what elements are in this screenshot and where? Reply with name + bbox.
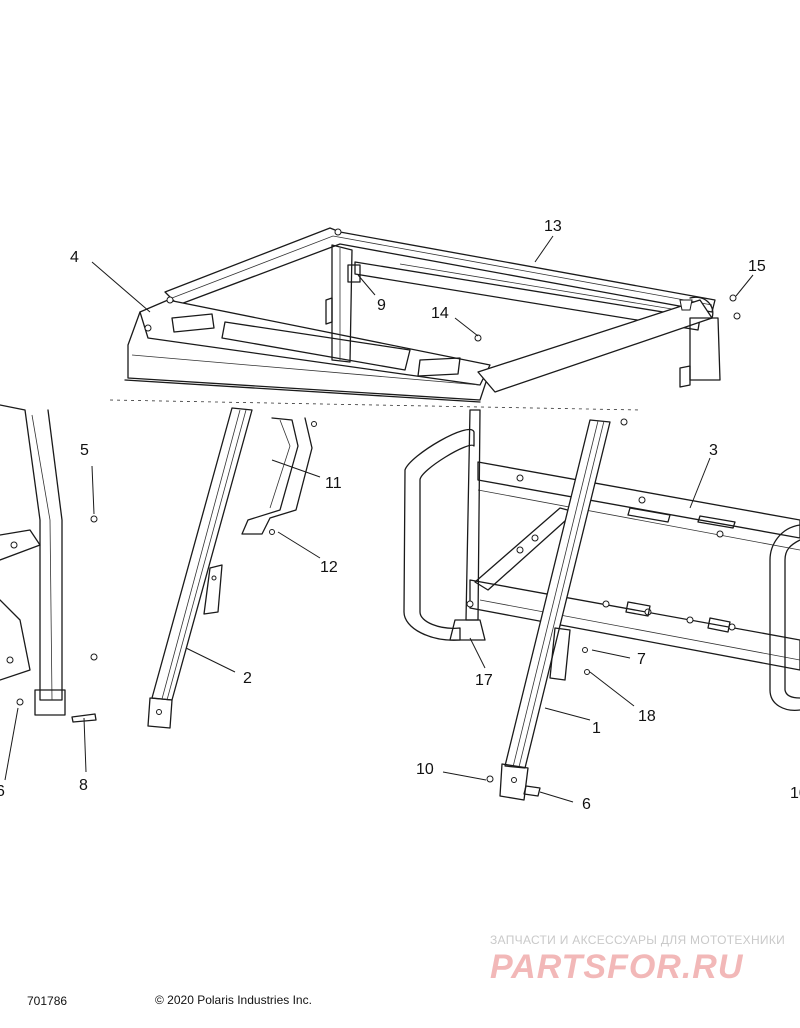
callout-9: 9 — [377, 297, 386, 314]
callout-10: 10 — [416, 761, 434, 778]
callout-6: 6 — [582, 796, 591, 813]
callout-13: 13 — [544, 218, 562, 235]
callout-14: 14 — [431, 305, 449, 322]
callouts: 4 13 9 14 15 3 5 11 12 2 17 7 18 1 10 6 … — [0, 218, 800, 813]
callout-8: 8 — [79, 777, 88, 794]
callout-11: 11 — [325, 475, 342, 492]
part-11-handle — [241, 417, 317, 535]
callout-17: 17 — [475, 672, 493, 689]
callout-10-right: 10 — [790, 785, 800, 802]
copyright-notice: © 2020 Polaris Industries Inc. — [155, 993, 312, 1007]
callout-7: 7 — [637, 651, 646, 668]
hardware — [347, 264, 741, 342]
watermark-logo: PARTSFOR.RU — [490, 948, 744, 986]
callout-4: 4 — [70, 249, 79, 266]
callout-2: 2 — [243, 670, 252, 687]
part-1-post — [486, 418, 628, 801]
callout-3: 3 — [709, 442, 718, 459]
watermark-tagline: ЗАПЧАСТИ И АКСЕССУАРЫ ДЛЯ МОТОТЕХНИКИ — [490, 933, 786, 947]
callout-6-left: 6 — [0, 783, 5, 800]
callout-12: 12 — [320, 559, 338, 576]
part-2-post — [147, 407, 253, 729]
left-side-frame — [0, 404, 98, 723]
leader-lines — [4, 235, 754, 803]
diagram-id: 701786 — [27, 994, 68, 1008]
callout-15: 15 — [748, 258, 766, 275]
callout-5: 5 — [80, 442, 89, 459]
callout-1: 1 — [592, 720, 601, 737]
callout-18: 18 — [638, 708, 656, 725]
part-3-rear-frame — [403, 409, 800, 711]
roof-frame — [109, 227, 721, 411]
